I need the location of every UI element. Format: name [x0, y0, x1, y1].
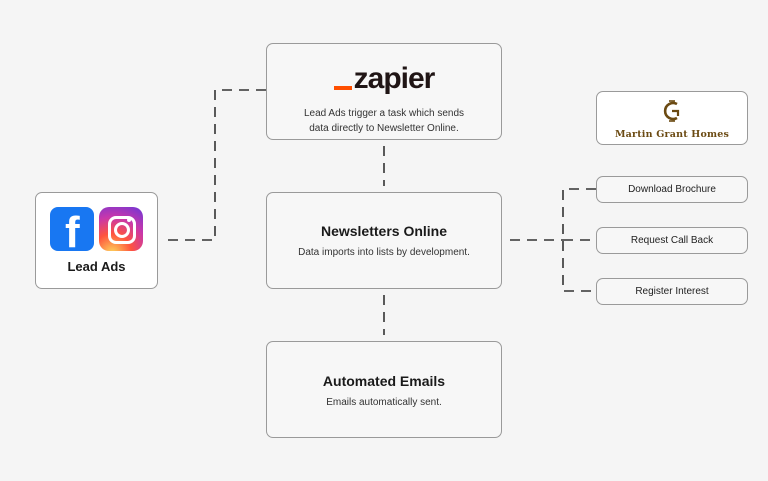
martin-grant-homes-logo-card: Martin Grant Homes	[596, 91, 748, 145]
newsletters-title: Newsletters Online	[320, 223, 448, 239]
zapier-logo-dash	[333, 86, 352, 90]
zapier-logo-word: zapier	[353, 62, 436, 95]
instagram-lens	[114, 222, 130, 238]
lead-ads-card: f Lead Ads	[35, 192, 158, 289]
zapier-logo: zapier	[267, 64, 501, 94]
zapier-description: Lead Ads trigger a task which sends data…	[303, 108, 465, 134]
newsletters-description: Data imports into lists by development.	[298, 247, 470, 258]
lead-ads-title: Lead Ads	[67, 259, 126, 274]
connector-leadads-zapier	[168, 89, 266, 241]
instagram-dot	[127, 218, 131, 222]
instagram-ring	[108, 216, 136, 244]
social-icons: f	[36, 207, 157, 251]
emails-title: Automated Emails	[322, 373, 446, 389]
emails-description: Emails automatically sent.	[326, 397, 442, 408]
facebook-icon: f	[50, 207, 94, 251]
zapier-card: zapier Lead Ads trigger a task which sen…	[266, 43, 502, 140]
emails-card: Automated Emails Emails automatically se…	[266, 341, 502, 438]
option-register-interest[interactable]: Register Interest	[596, 278, 748, 305]
option-download-brochure[interactable]: Download Brochure	[596, 176, 748, 203]
instagram-icon	[99, 207, 143, 251]
newsletters-card: Newsletters Online Data imports into lis…	[266, 192, 502, 289]
option-request-call-back[interactable]: Request Call Back	[596, 227, 748, 254]
martin-grant-emblem-icon	[663, 100, 680, 122]
martin-grant-name: Martin Grant Homes	[614, 129, 730, 140]
facebook-glyph: f	[65, 208, 80, 252]
